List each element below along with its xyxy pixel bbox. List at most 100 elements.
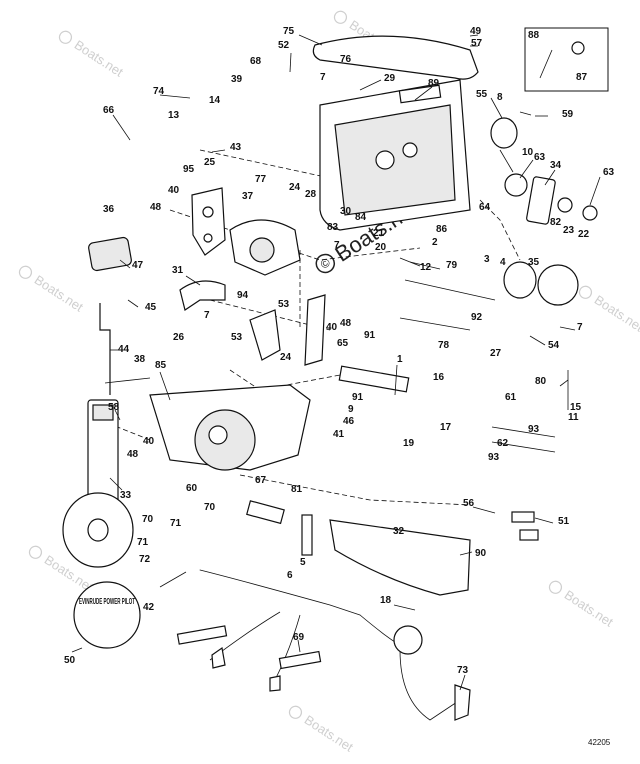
- part-callout-11: 11: [568, 412, 579, 423]
- part-callout-46: 46: [343, 416, 355, 427]
- clip: [519, 529, 539, 541]
- part-callout-76: 76: [340, 54, 352, 65]
- watermark: Boats.net: [58, 30, 126, 80]
- part-callout-59: 59: [562, 109, 574, 120]
- part-callout-70: 70: [142, 514, 154, 525]
- part-callout-86: 86: [436, 224, 448, 235]
- part-callout-93: 93: [528, 424, 540, 435]
- part-callout-34: 34: [550, 160, 562, 171]
- ring-terminal: [269, 675, 281, 692]
- part-callout-7: 7: [320, 72, 326, 83]
- part-callout-17: 17: [440, 422, 452, 433]
- part-callout-30: 30: [340, 206, 352, 217]
- part-callout-71: 71: [137, 537, 149, 548]
- part-callout-1: 1: [397, 354, 403, 365]
- part-callout-5: 5: [300, 557, 306, 568]
- part-callout-71: 71: [170, 518, 182, 529]
- svg-text:Boats.net: Boats.net: [302, 712, 357, 755]
- part-callout-84: 84: [355, 212, 367, 223]
- part-callout-24: 24: [280, 352, 292, 363]
- part-callout-14: 14: [209, 95, 221, 106]
- svg-text:Boats.net: Boats.net: [592, 292, 640, 335]
- part-callout-35: 35: [528, 257, 540, 268]
- part-callout-26: 26: [173, 332, 185, 343]
- part-shapes: EVINRUDE POWER PILOT: [62, 27, 609, 721]
- handle-hub: [87, 518, 109, 542]
- part-callout-60: 60: [186, 483, 198, 494]
- part-callout-21: 21: [373, 228, 385, 239]
- part-callout-13: 13: [168, 110, 180, 121]
- part-callout-31: 31: [172, 265, 184, 276]
- inset-box: [524, 27, 609, 92]
- switch: [504, 173, 528, 197]
- part-callout-70: 70: [204, 502, 216, 513]
- part-callout-92: 92: [471, 312, 483, 323]
- clamp: [246, 500, 285, 525]
- watermark: Boats.net: [18, 265, 86, 315]
- handle-grip: [92, 404, 114, 421]
- part-callout-20: 20: [375, 242, 387, 253]
- part-callout-91: 91: [364, 330, 376, 341]
- part-callout-25: 25: [204, 157, 216, 168]
- gauge: [503, 261, 537, 299]
- spring: [104, 377, 151, 384]
- housing-boss: [402, 142, 418, 158]
- part-callout-58: 58: [108, 402, 120, 413]
- lower-housing-hub: [208, 425, 228, 445]
- part-callout-50: 50: [64, 655, 76, 666]
- svg-text:©: ©: [318, 255, 333, 272]
- part-callout-87: 87: [576, 72, 588, 83]
- clip: [511, 511, 535, 523]
- part-callout-36: 36: [103, 204, 115, 215]
- part-callout-7: 7: [334, 240, 340, 251]
- part-callout-52: 52: [278, 40, 290, 51]
- top-cover: [312, 35, 479, 80]
- part-callout-65: 65: [337, 338, 349, 349]
- key: [582, 205, 598, 221]
- key-ring: [557, 197, 573, 213]
- key-plate: [526, 176, 556, 225]
- part-callout-51: 51: [558, 516, 570, 527]
- part-callout-94: 94: [237, 290, 249, 301]
- washer: [571, 41, 585, 55]
- part-callout-79: 79: [446, 260, 458, 271]
- part-callout-42: 42: [143, 602, 155, 613]
- part-callout-16: 16: [433, 372, 445, 383]
- reference-number: 42205: [588, 738, 611, 747]
- bottom-cover: [329, 519, 471, 596]
- part-callout-81: 81: [291, 484, 303, 495]
- part-callout-40: 40: [326, 322, 338, 333]
- decal-text: EVINRUDE POWER PILOT: [79, 597, 135, 606]
- part-callout-80: 80: [535, 376, 547, 387]
- housing-label-plate: [398, 84, 442, 104]
- trim-knob: [88, 236, 132, 272]
- gear-hub: [249, 237, 275, 263]
- part-callout-89: 89: [428, 78, 440, 89]
- connector-plug: [393, 625, 423, 655]
- cam: [249, 309, 281, 361]
- part-callout-53: 53: [231, 332, 243, 343]
- part-callout-6: 6: [287, 570, 293, 581]
- control-rod: [99, 303, 111, 395]
- part-callout-66: 66: [103, 105, 115, 116]
- part-callout-55: 55: [476, 89, 488, 100]
- plate-hole: [203, 233, 213, 243]
- part-callout-73: 73: [457, 665, 469, 676]
- rod: [491, 426, 556, 438]
- cable: [404, 279, 496, 301]
- part-callout-75: 75: [283, 26, 295, 37]
- part-callout-18: 18: [380, 595, 392, 606]
- part-callout-32: 32: [393, 526, 405, 537]
- part-callout-37: 37: [242, 191, 254, 202]
- power-pilot-decal: [73, 581, 141, 649]
- part-callout-77: 77: [255, 174, 267, 185]
- part-callout-83: 83: [327, 222, 339, 233]
- part-callout-69: 69: [293, 632, 305, 643]
- part-callout-82: 82: [550, 217, 562, 228]
- watermark: Boats.net: [288, 705, 357, 755]
- watermark: Boats.net: [578, 285, 640, 335]
- part-callout-39: 39: [231, 74, 243, 85]
- part-callout-7: 7: [577, 322, 583, 333]
- part-callout-63: 63: [534, 152, 546, 163]
